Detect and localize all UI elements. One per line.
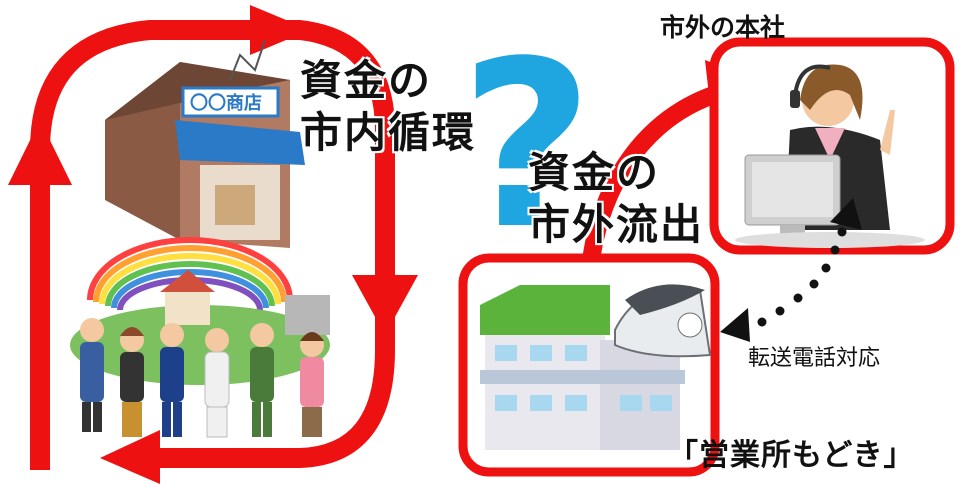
circulation-title-line1: 資金の	[300, 56, 433, 105]
shop-icon	[105, 39, 305, 248]
head-office-box	[709, 37, 955, 255]
circulation-loop	[8, 5, 418, 484]
operator-icon	[735, 64, 925, 248]
loop-arrowhead-top	[250, 5, 310, 55]
branch-label: 「営業所もどき」	[668, 438, 915, 473]
head-office-label: 市外の本社	[660, 13, 786, 42]
branch-box	[458, 253, 720, 477]
shop-sign: 〇〇商店	[190, 93, 262, 114]
forwarding-arrowhead-up	[830, 198, 862, 230]
building-icon	[480, 285, 685, 450]
forwarding-arrow	[720, 198, 862, 342]
telephone-icon	[614, 284, 712, 358]
townspeople-icon	[80, 318, 324, 438]
loop-arrowhead-bottom	[100, 430, 160, 484]
forwarding-arrowhead-left	[720, 308, 750, 342]
rainbow-icon	[70, 237, 330, 385]
question-mark-glyph: ?	[460, 13, 593, 280]
outflow-title-line1: 資金の	[528, 148, 661, 197]
question-mark: ?	[460, 13, 593, 280]
loop-arrowhead-left	[8, 120, 72, 185]
outflow-title-line2: 市外流出	[528, 200, 705, 249]
loop-arrowhead-right	[352, 275, 418, 335]
circulation-title-line2: 市内循環	[300, 108, 477, 157]
forwarding-label: 転送電話対応	[748, 346, 881, 371]
